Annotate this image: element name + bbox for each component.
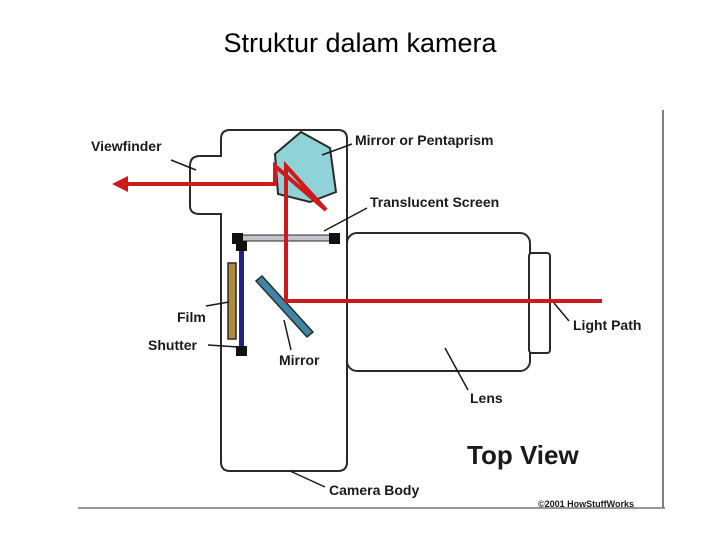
label-film: Film — [177, 309, 206, 325]
light-path-line — [118, 160, 602, 303]
shutter — [239, 241, 244, 348]
leader-viewfinder — [170, 159, 197, 171]
leader-shutter — [207, 344, 239, 348]
leader-film — [205, 301, 230, 307]
label-top-view: Top View — [467, 440, 579, 470]
label-translucent-screen: Translucent Screen — [370, 194, 499, 210]
shutter-mount-top — [236, 241, 247, 251]
leader-lens — [444, 347, 469, 391]
screen-mount-right — [329, 233, 340, 244]
label-viewfinder: Viewfinder — [91, 138, 162, 154]
camera-diagram: Viewfinder Mirror or Pentaprism Transluc… — [78, 110, 665, 510]
label-camera-body: Camera Body — [329, 482, 419, 498]
leader-pentaprism — [321, 143, 353, 156]
light-path-arrowhead — [112, 176, 128, 192]
film — [227, 262, 237, 340]
pentaprism — [273, 130, 338, 204]
slide-title: Struktur dalam kamera — [223, 28, 497, 58]
reflex-mirror — [254, 274, 315, 339]
leader-camera-body — [289, 470, 326, 488]
label-light-path: Light Path — [573, 317, 641, 333]
leader-mirror — [283, 319, 292, 351]
label-lens: Lens — [470, 390, 503, 406]
label-shutter: Shutter — [148, 337, 198, 353]
label-mirror-or-pentaprism: Mirror or Pentaprism — [355, 132, 493, 148]
label-copyright: ©2001 HowStuffWorks — [538, 499, 634, 509]
label-mirror: Mirror — [279, 352, 320, 368]
shutter-mount-bottom — [236, 346, 247, 356]
camera-diagram-svg: Viewfinder Mirror or Pentaprism Transluc… — [78, 110, 665, 509]
leader-light-path — [553, 302, 570, 322]
screen-mount-left — [232, 233, 243, 244]
leader-translucent-screen — [323, 207, 368, 232]
